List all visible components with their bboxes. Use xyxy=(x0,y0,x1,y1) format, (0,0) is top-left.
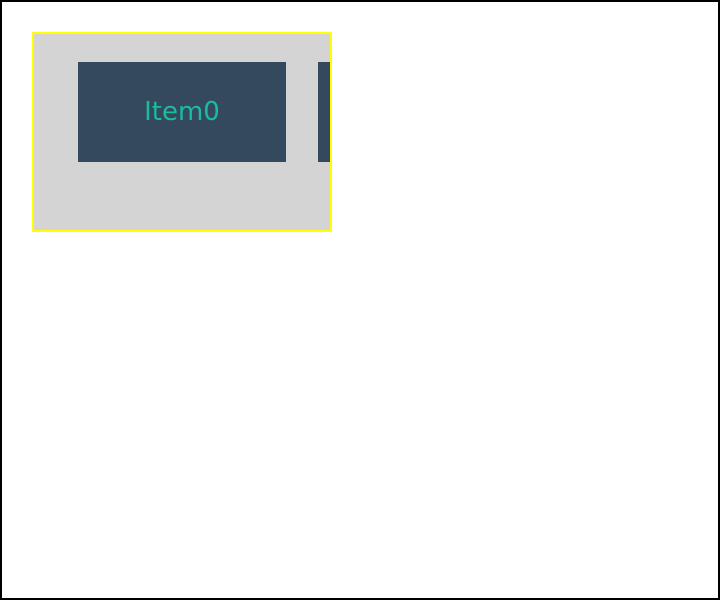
horizontal-item-scroller[interactable]: Item0 xyxy=(32,32,332,232)
carousel-item-1[interactable] xyxy=(318,62,330,162)
item-label: Item0 xyxy=(144,97,220,127)
carousel-item-0[interactable]: Item0 xyxy=(78,62,286,162)
item-row: Item0 xyxy=(78,62,330,162)
